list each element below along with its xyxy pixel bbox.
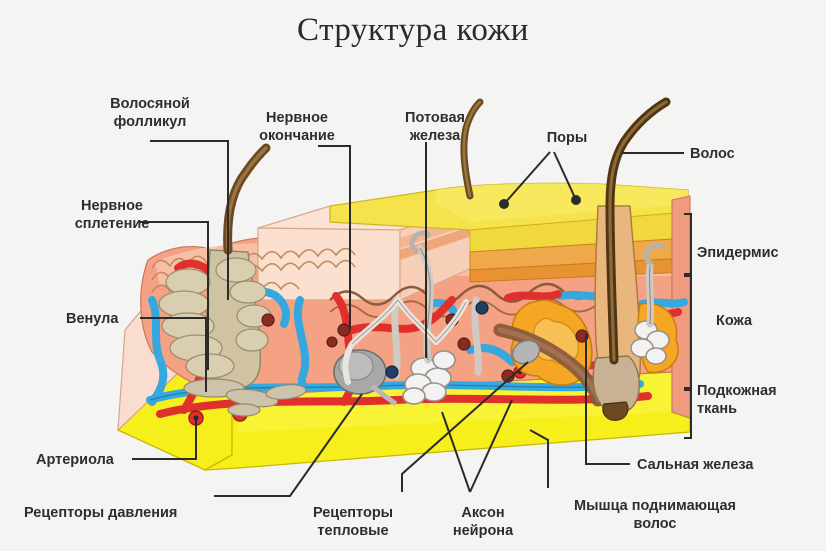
leader-lines [132, 140, 684, 497]
leader-axon-left [441, 411, 471, 493]
free-hair-shaft [460, 98, 484, 200]
label-hair-follicle: Волосяной фолликул [110, 96, 190, 130]
label-venule: Венула [66, 311, 119, 327]
bracket-epidermis [684, 213, 692, 275]
leader-pores-right [553, 151, 577, 201]
leader-hair-follicle [150, 140, 229, 300]
label-pressure-receptors: Рецепторы давления [24, 505, 178, 521]
leader-thermal [401, 361, 529, 492]
thermal-receptor [511, 339, 541, 365]
leader-sebaceous [585, 334, 630, 465]
layer-brackets [684, 213, 692, 439]
leader-arteriole [132, 418, 197, 460]
leader-axon-right [469, 399, 513, 493]
leader-pores-left [503, 151, 551, 205]
leader-nerve-ending [318, 145, 351, 330]
sweat-gland-coils [391, 230, 670, 405]
page-title: Структура кожи [297, 12, 529, 48]
label-hair: Волос [690, 146, 735, 162]
label-nerve-plexus: Нервное сплетение [74, 198, 150, 232]
leader-venule [140, 317, 207, 392]
label-arrector-pili-muscle: Мышца поднимающая волос [574, 498, 736, 532]
label-subcutaneous-tissue: Подкожная ткань [697, 383, 777, 417]
label-thermal-receptors: Рецепторы тепловые [312, 505, 394, 539]
label-arteriole: Артериола [36, 452, 114, 468]
leader-pressure [214, 393, 363, 497]
label-pores: Поры [546, 130, 588, 146]
hair-follicle-right [493, 97, 679, 421]
nerve-fibres-outline [351, 299, 467, 345]
leader-arrector [529, 429, 549, 488]
bracket-skin [684, 275, 692, 389]
label-nerve-ending: Нервное окончание [259, 110, 335, 144]
label-sebaceous-gland: Сальная железа [637, 457, 754, 473]
bracket-subcutaneous [684, 389, 692, 439]
label-skin: Кожа [716, 313, 753, 329]
label-neuron-axon: Аксон нейрона [452, 505, 514, 539]
label-epidermis: Эпидермис [697, 245, 779, 261]
label-sweat-gland: Потовая железа [405, 110, 465, 144]
leader-nerve-plexus [140, 221, 209, 370]
